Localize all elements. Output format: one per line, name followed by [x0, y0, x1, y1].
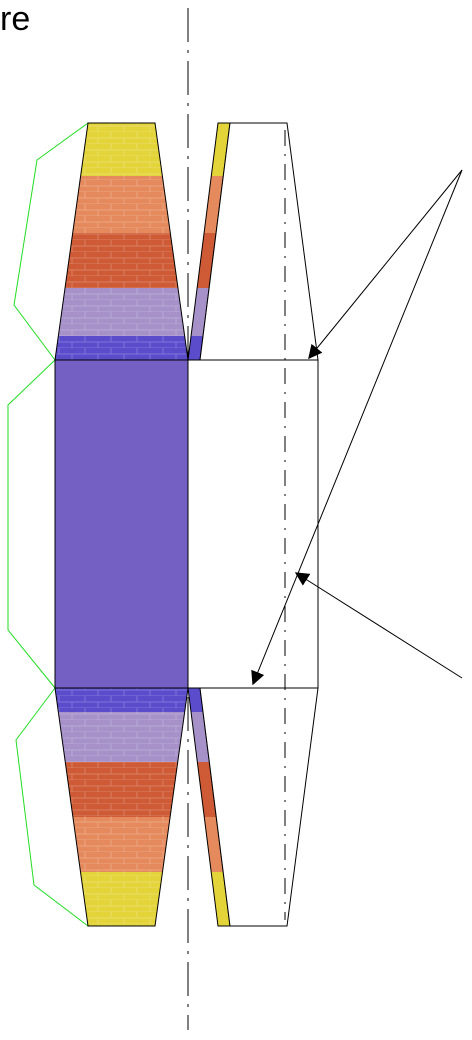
- glue-tab-top: [13, 122, 89, 361]
- glue-tab-bottom: [15, 687, 89, 927]
- arrowhead-icon: [251, 169, 463, 686]
- right-bottom-trapezoid: [199, 687, 319, 927]
- glue-tab-middle: [7, 359, 56, 689]
- title-fragment: re: [0, 0, 31, 38]
- right-center-rectangle: [187, 359, 319, 689]
- leader-arrows: [251, 169, 463, 686]
- center-purple-panel: [54, 359, 189, 689]
- arrowhead-icon: [308, 169, 463, 360]
- arrowhead-icon: [294, 572, 463, 679]
- glue-tabs: [7, 122, 89, 927]
